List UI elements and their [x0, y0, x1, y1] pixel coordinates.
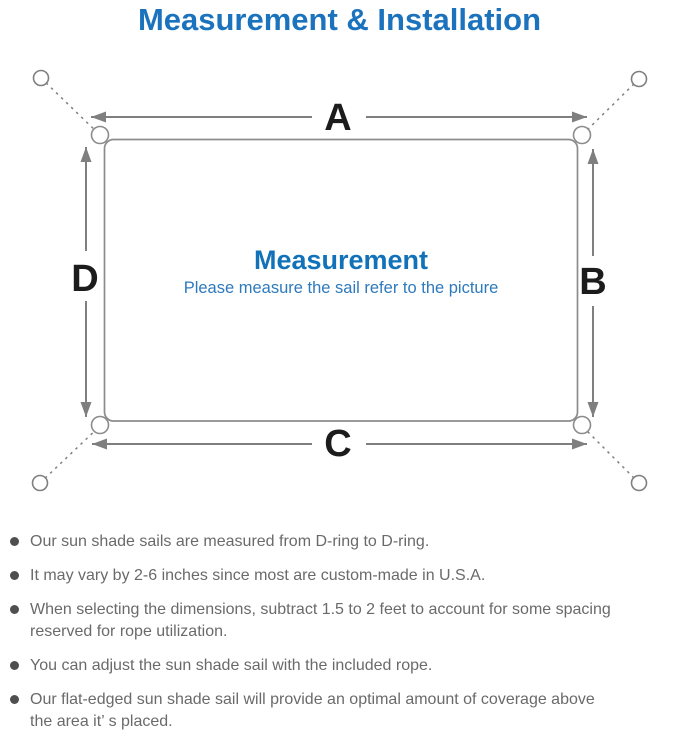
rope-line-bottom-left: [39, 425, 101, 484]
list-item: When selecting the dimensions, subtract …: [10, 599, 665, 643]
note-text: Our flat-edged sun shade sail will provi…: [30, 691, 595, 730]
anchor-point-top-right: [630, 70, 648, 88]
bullet-dot-icon: [10, 571, 19, 580]
anchor-point-top-left: [32, 69, 50, 87]
anchor-point-bottom-right: [630, 474, 648, 492]
dimension-label-a: A: [324, 97, 351, 139]
d-ring-icon-bottom-right: [572, 415, 592, 435]
anchor-point-bottom-left: [31, 474, 49, 492]
sail-measurement-diagram: A B C D Measurement Please measure the s…: [31, 69, 648, 492]
note-text: Our sun shade sails are measured from D-…: [30, 533, 430, 550]
list-item: You can adjust the sun shade sail with t…: [10, 655, 665, 677]
page-title: Measurement & Installation: [137, 2, 542, 37]
list-item: Our sun shade sails are measured from D-…: [10, 531, 665, 553]
rope-line-top-left: [40, 77, 101, 136]
diagram-center-heading: Measurement: [254, 245, 428, 275]
dimension-label-c: C: [324, 423, 351, 465]
bullet-dot-icon: [10, 695, 19, 704]
bullet-dot-icon: [10, 537, 19, 546]
d-ring-icon-top-right: [572, 125, 592, 145]
notes-list: Our sun shade sails are measured from D-…: [10, 531, 665, 739]
note-text: When selecting the dimensions, subtract …: [30, 601, 611, 640]
bullet-dot-icon: [10, 605, 19, 614]
rope-line-bottom-right: [581, 425, 640, 484]
diagram-center-subheading: Please measure the sail refer to the pic…: [184, 279, 499, 297]
bullet-dot-icon: [10, 661, 19, 670]
note-text: You can adjust the sun shade sail with t…: [30, 657, 433, 674]
dimension-label-d: D: [71, 258, 98, 300]
rope-line-top-right: [581, 78, 640, 136]
sail-outline: [103, 138, 579, 422]
d-ring-icon-bottom-left: [90, 415, 110, 435]
note-text: It may vary by 2-6 inches since most are…: [30, 567, 486, 584]
list-item: It may vary by 2-6 inches since most are…: [10, 565, 665, 587]
dimension-label-b: B: [579, 261, 606, 303]
d-ring-icon-top-left: [90, 125, 110, 145]
list-item: Our flat-edged sun shade sail will provi…: [10, 689, 665, 733]
